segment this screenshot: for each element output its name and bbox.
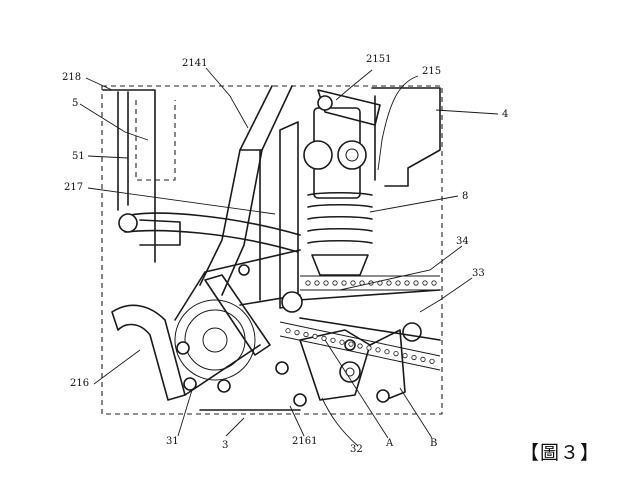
battery-box-5 <box>102 89 176 263</box>
chain-link-hole <box>422 280 428 286</box>
label-31: 31 <box>166 436 179 447</box>
chain-link-hole <box>294 329 300 336</box>
chain-link-hole <box>323 280 329 286</box>
chain-link-hole <box>350 280 356 286</box>
link-arm <box>204 274 301 356</box>
chain-link-hole <box>404 280 410 286</box>
chain-link-hole <box>348 341 354 347</box>
chain-link-hole <box>339 339 345 345</box>
main-pivot <box>281 291 303 313</box>
chain-link-hole <box>341 280 347 286</box>
label-34: 34 <box>456 236 469 247</box>
shock-absorber-8 <box>303 89 381 276</box>
label-2151: 2151 <box>366 54 391 65</box>
chain-link-hole <box>366 345 372 351</box>
label-4: 4 <box>502 109 508 120</box>
rear-component-4 <box>371 87 441 187</box>
label-5: 5 <box>72 98 78 109</box>
label-3: 3 <box>222 440 228 451</box>
chain-link-hole <box>411 354 417 361</box>
chain-link-hole <box>314 280 320 286</box>
chain-link-hole <box>420 356 426 362</box>
figure-title: 【圖３】 <box>520 442 601 464</box>
chain-link-hole <box>285 328 291 334</box>
chain-link-hole <box>431 280 437 286</box>
label-32: 32 <box>350 444 363 455</box>
chain-link-hole <box>402 352 408 359</box>
pivot-bracket-32 <box>297 289 441 403</box>
chain-link-hole <box>386 280 392 286</box>
label-216: 216 <box>70 378 89 389</box>
engine-housing-3 <box>174 249 301 411</box>
chain-link-hole <box>357 343 363 349</box>
chain-link-hole <box>375 347 381 353</box>
chain-link-hole <box>384 349 390 355</box>
label-215: 215 <box>422 66 441 77</box>
chain-33 <box>279 321 441 371</box>
frame-tube-217 <box>118 212 301 253</box>
label-A: A <box>385 438 394 449</box>
label-218: 218 <box>62 72 81 83</box>
frame-tube-216 <box>111 304 261 401</box>
label-51: 51 <box>72 151 85 162</box>
chain-link-hole <box>321 335 327 341</box>
vertical-strut <box>259 121 299 309</box>
chain-link-hole <box>312 333 318 339</box>
chain-link-hole <box>429 358 435 364</box>
label-33: 33 <box>472 268 485 279</box>
chain-link-hole <box>395 280 401 286</box>
chain-link-hole <box>303 331 309 338</box>
label-B: B <box>430 438 437 449</box>
label-2161: 2161 <box>292 436 317 447</box>
label-217: 217 <box>64 182 83 193</box>
chain-link-hole <box>305 280 311 286</box>
chain-link-hole <box>330 337 336 343</box>
frame-tube-2141 <box>199 85 293 296</box>
label-8: 8 <box>462 191 468 202</box>
label-2141: 2141 <box>182 58 207 69</box>
chain-link-hole <box>332 280 338 286</box>
dashed-boundary <box>101 85 443 415</box>
chain-link-hole <box>393 350 399 357</box>
chain-link-hole <box>413 280 419 286</box>
leader-lines <box>79 67 499 447</box>
chain-34 <box>300 275 440 291</box>
